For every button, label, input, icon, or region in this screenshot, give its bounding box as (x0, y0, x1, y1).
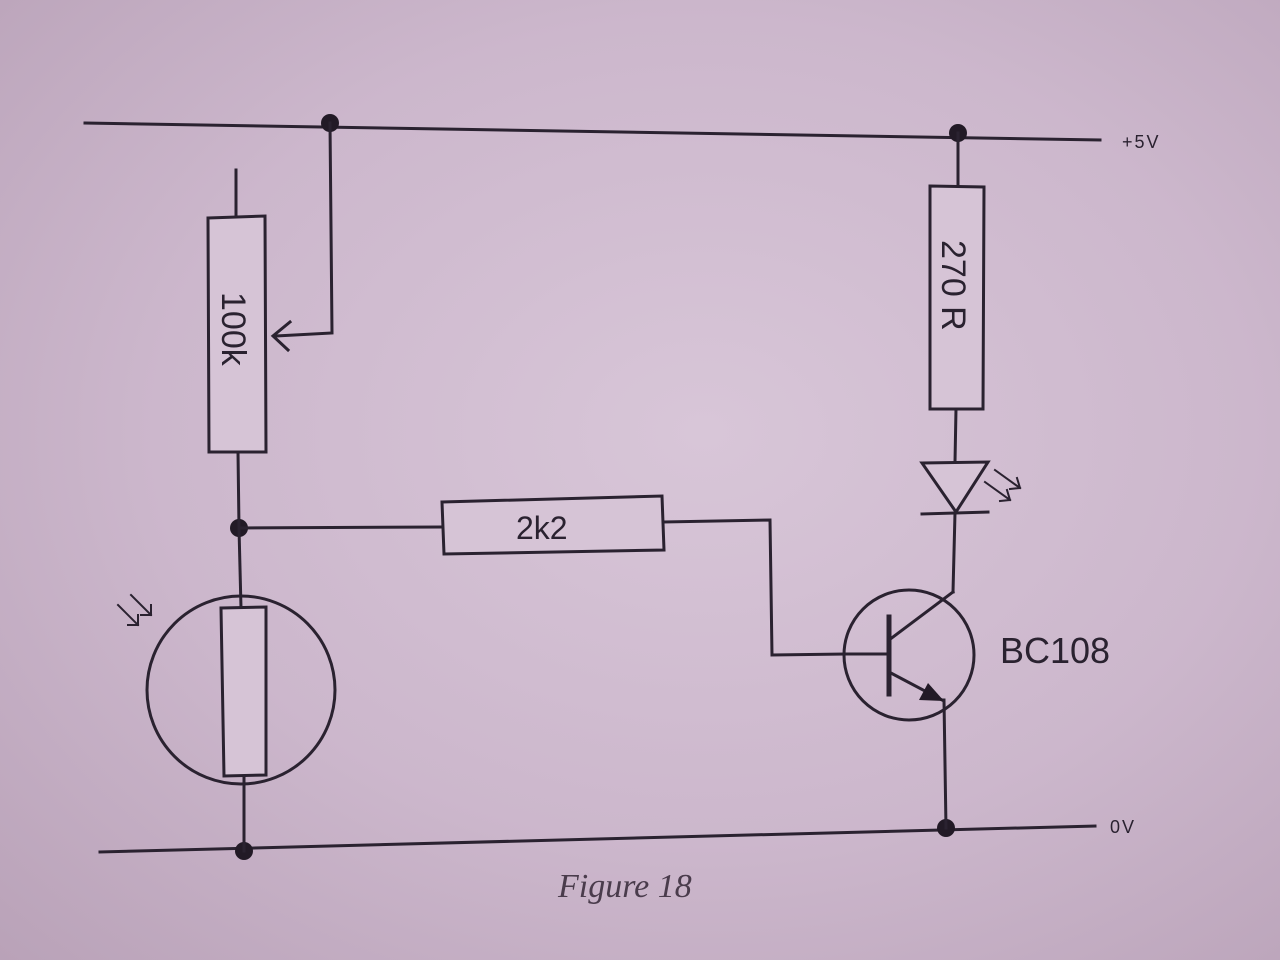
led-top-lead (953, 407, 958, 464)
potentiometer-bottom-lead (236, 450, 241, 530)
collector-lead (951, 511, 957, 594)
transistor-label: BC108 (1000, 630, 1110, 671)
base-resistor-right-lead (662, 518, 847, 657)
light-output-arrows-icon (983, 468, 1022, 503)
transistor-symbol (842, 588, 976, 722)
base-resistor-left-lead (237, 525, 444, 530)
emitter-lead (942, 698, 948, 830)
ldr-body (219, 605, 268, 778)
figure-caption: Figure 18 (557, 868, 692, 905)
led-resistor-label: 270 R (934, 240, 972, 331)
ldr-circle (145, 594, 337, 786)
ground-rail (98, 824, 1097, 854)
led-triangle (919, 460, 991, 515)
positive-rail-label: +5V (1122, 132, 1161, 152)
wiper-arrow (270, 319, 293, 353)
led-resistor-270r (928, 184, 986, 411)
light-input-arrows-icon (116, 593, 153, 627)
base-resistor-2k2 (440, 494, 666, 556)
potentiometer-100k (206, 214, 268, 454)
positive-rail (83, 121, 1102, 142)
base-resistor-label: 2k2 (516, 510, 568, 546)
wiper-wire (273, 121, 334, 338)
potentiometer-label: 100k (214, 292, 252, 367)
ground-rail-label: 0V (1110, 817, 1136, 837)
